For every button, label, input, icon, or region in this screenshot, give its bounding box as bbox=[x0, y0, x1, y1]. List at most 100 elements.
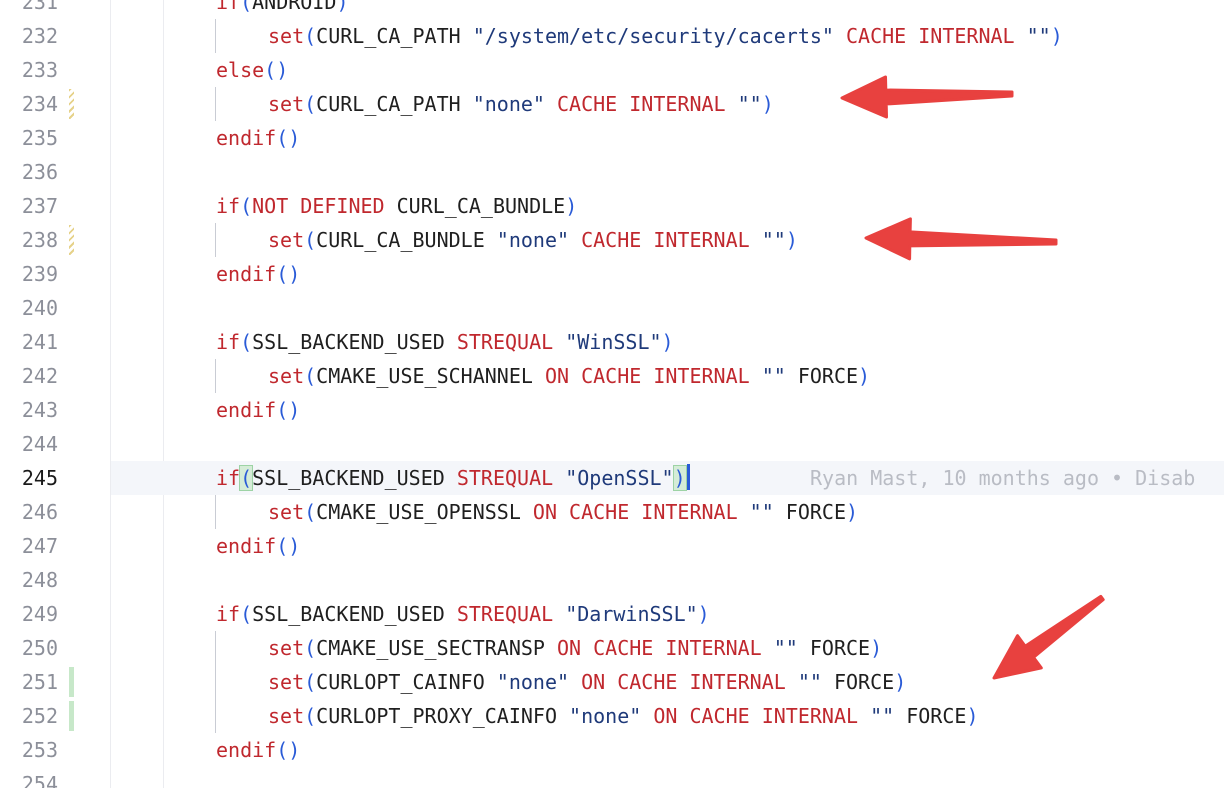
code-line[interactable]: 245 if(SSL_BACKEND_USED STREQUAL "OpenSSL… bbox=[0, 461, 1224, 495]
code-line[interactable]: 236 bbox=[0, 155, 1224, 189]
code-text[interactable]: set(CMAKE_USE_OPENSSL ON CACHE INTERNAL … bbox=[268, 495, 858, 529]
code-line[interactable]: 231 if(ANDROID) bbox=[0, 0, 1224, 19]
vcs-added-marker[interactable] bbox=[69, 667, 74, 697]
matched-brace: ) bbox=[672, 465, 687, 491]
line-number[interactable]: 240 bbox=[21, 296, 58, 320]
code-line[interactable]: 251 set(CURLOPT_CAINFO "none" ON CACHE IN… bbox=[0, 665, 1224, 699]
code-line[interactable]: 250 set(CMAKE_USE_SECTRANSP ON CACHE INTE… bbox=[0, 631, 1224, 665]
line-number[interactable]: 247 bbox=[21, 534, 58, 558]
block-indent-guide bbox=[215, 359, 216, 393]
code-line[interactable]: 252 set(CURLOPT_PROXY_CAINFO "none" ON CA… bbox=[0, 699, 1224, 733]
code-text[interactable]: endif() bbox=[216, 121, 300, 155]
code-line[interactable]: 242 set(CMAKE_USE_SCHANNEL ON CACHE INTER… bbox=[0, 359, 1224, 393]
line-number[interactable]: 231 bbox=[21, 0, 58, 14]
line-number[interactable]: 248 bbox=[21, 568, 58, 592]
code-text[interactable]: set(CURL_CA_PATH "/system/etc/security/c… bbox=[268, 19, 1063, 53]
code-line[interactable]: 239 endif() bbox=[0, 257, 1224, 291]
line-number[interactable]: 246 bbox=[21, 500, 58, 524]
code-line[interactable]: 232 set(CURL_CA_PATH "/system/etc/securit… bbox=[0, 19, 1224, 53]
code-token: "" bbox=[737, 92, 762, 116]
vcs-modified-marker[interactable] bbox=[69, 89, 74, 119]
code-line[interactable]: 237 if(NOT DEFINED CURL_CA_BUNDLE) bbox=[0, 189, 1224, 223]
code-token: "OpenSSL" bbox=[565, 466, 674, 490]
code-token: CACHE INTERNAL bbox=[557, 92, 726, 116]
line-number[interactable]: 237 bbox=[21, 194, 58, 218]
code-token: "none" bbox=[472, 92, 545, 116]
vcs-added-marker[interactable] bbox=[69, 701, 74, 731]
code-text[interactable]: if(SSL_BACKEND_USED STREQUAL "OpenSSL") bbox=[216, 461, 690, 495]
code-token: ANDROID bbox=[252, 0, 337, 14]
line-number[interactable]: 254 bbox=[21, 772, 58, 788]
vcs-modified-marker[interactable] bbox=[69, 225, 74, 255]
code-token: () bbox=[276, 126, 301, 150]
code-token: ON CACHE INTERNAL bbox=[581, 670, 786, 694]
line-number[interactable]: 250 bbox=[21, 636, 58, 660]
code-token: "none" bbox=[496, 228, 570, 252]
code-line[interactable]: 240 bbox=[0, 291, 1224, 325]
code-text[interactable]: if(SSL_BACKEND_USED STREQUAL "DarwinSSL"… bbox=[216, 597, 710, 631]
code-text[interactable]: set(CMAKE_USE_SECTRANSP ON CACHE INTERNA… bbox=[268, 631, 882, 665]
line-number[interactable]: 245 bbox=[21, 466, 58, 490]
code-token: set bbox=[268, 24, 305, 48]
code-token: FORCE bbox=[821, 670, 895, 694]
code-token: endif bbox=[216, 398, 277, 422]
code-line[interactable]: 238 set(CURL_CA_BUNDLE "none" CACHE INTER… bbox=[0, 223, 1224, 257]
code-text[interactable]: set(CURLOPT_CAINFO "none" ON CACHE INTER… bbox=[268, 665, 906, 699]
code-text[interactable]: if(SSL_BACKEND_USED STREQUAL "WinSSL") bbox=[216, 325, 674, 359]
code-text[interactable]: set(CURL_CA_PATH "none" CACHE INTERNAL "… bbox=[268, 87, 774, 121]
code-line[interactable]: 253 endif() bbox=[0, 733, 1224, 767]
code-line[interactable]: 241 if(SSL_BACKEND_USED STREQUAL "WinSSL"… bbox=[0, 325, 1224, 359]
code-line[interactable]: 244 bbox=[0, 427, 1224, 461]
code-text[interactable]: if(ANDROID) bbox=[216, 0, 348, 19]
line-number[interactable]: 236 bbox=[21, 160, 58, 184]
block-indent-guide bbox=[215, 223, 216, 257]
code-token: ( bbox=[240, 330, 253, 354]
git-blame-annotation[interactable]: Ryan Mast, 10 months ago • Disab bbox=[810, 466, 1196, 490]
code-line[interactable]: 246 set(CMAKE_USE_OPENSSL ON CACHE INTERN… bbox=[0, 495, 1224, 529]
code-text[interactable]: set(CURLOPT_PROXY_CAINFO "none" ON CACHE… bbox=[268, 699, 978, 733]
code-text[interactable]: endif() bbox=[216, 393, 300, 427]
code-line[interactable]: 233 else() bbox=[0, 53, 1224, 87]
line-number[interactable]: 233 bbox=[21, 58, 58, 82]
code-text[interactable]: endif() bbox=[216, 529, 300, 563]
code-token: CURL_CA_BUNDLE bbox=[316, 228, 497, 252]
code-line[interactable]: 254 bbox=[0, 767, 1224, 788]
code-token: "/system/etc/security/cacerts" bbox=[472, 24, 834, 48]
code-token: CURL_CA_PATH bbox=[316, 24, 473, 48]
line-number[interactable]: 238 bbox=[21, 228, 58, 252]
code-token: "DarwinSSL" bbox=[565, 602, 698, 626]
line-number[interactable]: 251 bbox=[21, 670, 58, 694]
code-line[interactable]: 235 endif() bbox=[0, 121, 1224, 155]
code-text[interactable]: set(CMAKE_USE_SCHANNEL ON CACHE INTERNAL… bbox=[268, 359, 870, 393]
line-number[interactable]: 253 bbox=[21, 738, 58, 762]
block-indent-guide bbox=[215, 665, 216, 699]
code-text[interactable]: set(CURL_CA_BUNDLE "none" CACHE INTERNAL… bbox=[268, 223, 798, 257]
code-token: ( bbox=[304, 704, 317, 728]
line-number[interactable]: 252 bbox=[21, 704, 58, 728]
line-number[interactable]: 244 bbox=[21, 432, 58, 456]
arrow-line-238 bbox=[864, 217, 1058, 261]
code-text[interactable]: endif() bbox=[216, 733, 300, 767]
code-line[interactable]: 249 if(SSL_BACKEND_USED STREQUAL "DarwinS… bbox=[0, 597, 1224, 631]
code-line[interactable]: 247 endif() bbox=[0, 529, 1224, 563]
code-line[interactable]: 248 bbox=[0, 563, 1224, 597]
line-number[interactable]: 235 bbox=[21, 126, 58, 150]
line-number[interactable]: 243 bbox=[21, 398, 58, 422]
code-token: endif bbox=[216, 738, 277, 762]
code-line[interactable]: 243 endif() bbox=[0, 393, 1224, 427]
code-text[interactable]: endif() bbox=[216, 257, 300, 291]
code-token: "WinSSL" bbox=[565, 330, 662, 354]
code-text[interactable]: else() bbox=[216, 53, 288, 87]
code-line[interactable]: 234 set(CURL_CA_PATH "none" CACHE INTERNA… bbox=[0, 87, 1224, 121]
code-token: set bbox=[268, 670, 305, 694]
line-number[interactable]: 234 bbox=[21, 92, 58, 116]
line-number[interactable]: 242 bbox=[21, 364, 58, 388]
line-number[interactable]: 241 bbox=[21, 330, 58, 354]
code-text[interactable]: if(NOT DEFINED CURL_CA_BUNDLE) bbox=[216, 189, 577, 223]
line-number[interactable]: 232 bbox=[21, 24, 58, 48]
text-caret bbox=[686, 464, 690, 490]
code-token: SSL_BACKEND_USED bbox=[252, 602, 457, 626]
line-number[interactable]: 239 bbox=[21, 262, 58, 286]
line-number[interactable]: 249 bbox=[21, 602, 58, 626]
